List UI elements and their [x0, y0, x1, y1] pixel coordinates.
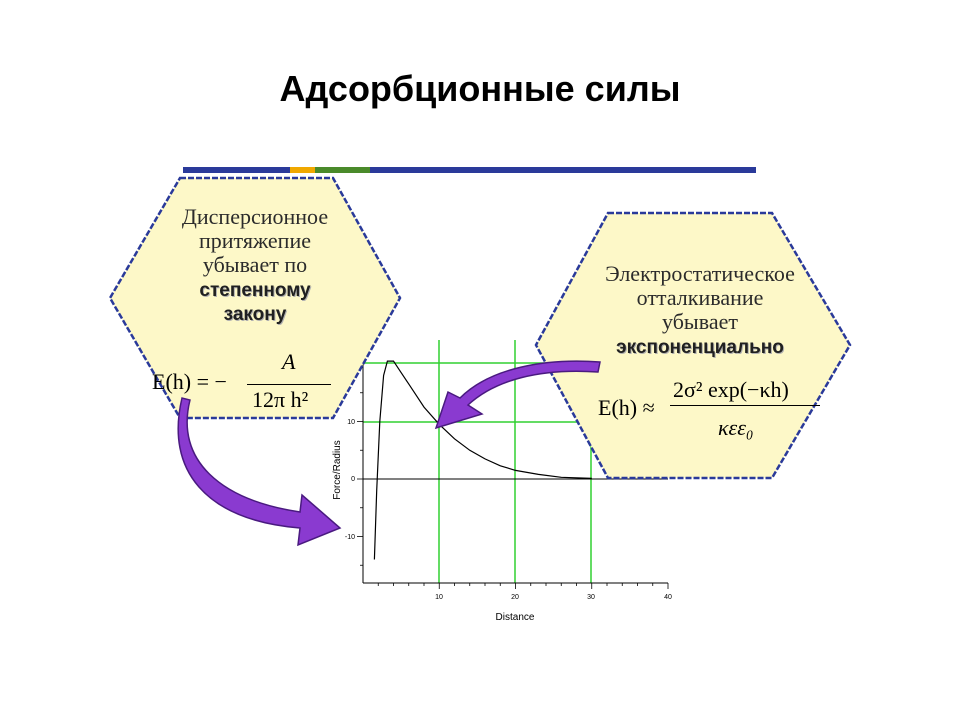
y-tick-label-10: 10 [347, 419, 355, 426]
right-formula-den: κεε₀ [718, 415, 754, 440]
right-hex-text: Электростатическое отталкивание убывает … [580, 262, 820, 360]
x-tick-label-30: 30 [587, 594, 595, 601]
left-formula-fraction-bar [247, 384, 331, 385]
divider-bar-blue-right [370, 167, 756, 173]
x-tick-label-20: 20 [511, 594, 519, 601]
left-hex-line2: притяжепие [199, 228, 311, 253]
left-hex-bold1: степенному [199, 280, 311, 301]
y-axis-title: Force/Radius [332, 440, 343, 499]
left-formula-num: A [282, 349, 296, 374]
force-curve [373, 360, 592, 560]
left-arrow [177, 397, 342, 547]
divider-bar-blue-left [183, 167, 290, 173]
left-hex-bold2: закону [223, 304, 287, 325]
slide-title: Адсорбционные силы [279, 68, 681, 109]
right-hexagon [534, 211, 852, 480]
x-axis-title: Distance [496, 612, 535, 623]
right-hex-line2: отталкивание [636, 285, 764, 310]
left-formula-lhs: E(h) = − [152, 369, 227, 394]
divider-bar-orange [290, 167, 315, 173]
y-tick-label-neg10: -10 [345, 534, 355, 541]
left-hexagon [108, 176, 402, 420]
right-arrow [434, 360, 601, 430]
left-hex-line1: Дисперсионное [181, 204, 329, 229]
right-formula-fraction-bar [670, 405, 820, 406]
x-tick-marks [377, 583, 669, 589]
divider-bar-green [315, 167, 370, 173]
right-formula-lhs: E(h) ≈ [598, 395, 655, 420]
left-hex-line3: убывает по [202, 252, 308, 277]
y-tick-marks [357, 363, 363, 566]
right-hex-bold1: экспоненциально [616, 337, 784, 358]
left-hex-text: Дисперсионное притяжепие убывает по степ… [150, 205, 360, 327]
right-hex-line3: убывает [662, 309, 738, 334]
right-hex-line1: Электростатическое [605, 261, 795, 286]
x-tick-label-10: 10 [435, 594, 443, 601]
left-formula-den: 12π h² [252, 387, 309, 412]
x-tick-label-40: 40 [664, 594, 672, 601]
right-formula-num: 2σ² exp(−κh) [673, 377, 789, 402]
y-tick-label-0: 0 [351, 476, 355, 483]
